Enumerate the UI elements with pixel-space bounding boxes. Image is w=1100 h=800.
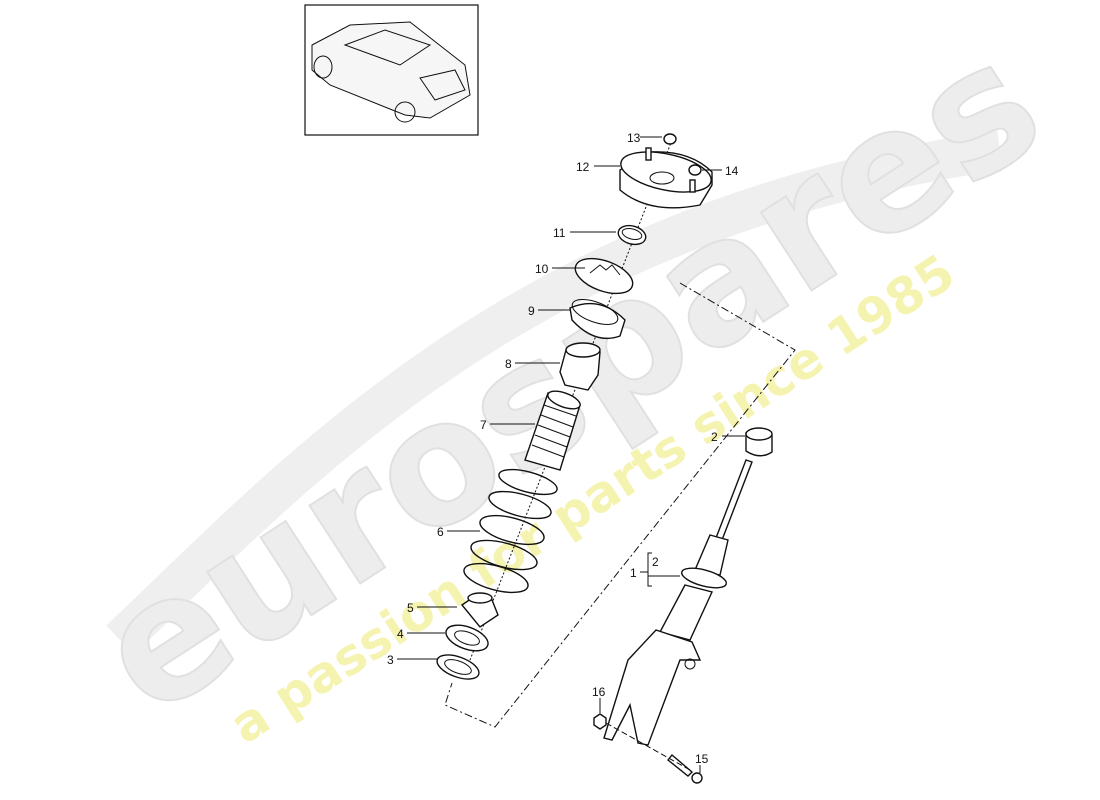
callout-4[interactable]: 4 (397, 627, 404, 641)
callout-1[interactable]: 1 (630, 566, 637, 580)
callout-16[interactable]: 16 (592, 685, 606, 699)
callout-11[interactable]: 11 (553, 226, 566, 240)
callout-10[interactable]: 10 (535, 262, 549, 276)
car-thumbnail-icon (311, 21, 471, 123)
callout-7[interactable]: 7 (480, 418, 487, 432)
callout-1-sub-2[interactable]: 2 (652, 555, 659, 569)
car-thumbnail[interactable] (304, 4, 479, 136)
part-3-washer[interactable] (434, 650, 482, 684)
part-16-nut[interactable] (593, 713, 607, 730)
callout-3[interactable]: 3 (387, 653, 394, 667)
callout-15[interactable]: 15 (695, 752, 709, 766)
callout-13[interactable]: 13 (627, 131, 641, 145)
part-2-top-bushing[interactable] (745, 427, 773, 457)
part-5-spring-seat[interactable] (460, 592, 499, 628)
part-15-bolt[interactable] (667, 753, 703, 784)
part-8-bump-stop[interactable] (559, 342, 601, 391)
watermark-swoosh (106, 130, 1003, 655)
part-4-spring-pad[interactable] (443, 620, 492, 656)
part-6-coil-spring[interactable] (461, 465, 560, 599)
part-11-ring[interactable] (616, 223, 648, 248)
callout-9[interactable]: 9 (528, 304, 535, 318)
part-14-nut[interactable] (688, 164, 702, 176)
part-10-spring-pad[interactable] (571, 252, 638, 301)
callout-6[interactable]: 6 (437, 525, 444, 539)
part-7-dust-boot[interactable] (524, 388, 582, 471)
part-13-nut[interactable] (663, 133, 677, 145)
part-12-top-mount[interactable] (617, 145, 714, 209)
callout-12[interactable]: 12 (576, 160, 590, 174)
part-9-spring-seat[interactable] (569, 294, 626, 340)
callout-5[interactable]: 5 (407, 601, 414, 615)
callout-14[interactable]: 14 (725, 164, 739, 178)
callout-8[interactable]: 8 (505, 357, 512, 371)
callout-2[interactable]: 2 (711, 430, 718, 444)
leader-lines (397, 136, 745, 773)
part-1-shock-absorber[interactable] (603, 459, 753, 746)
assembly-bracket (444, 282, 796, 728)
